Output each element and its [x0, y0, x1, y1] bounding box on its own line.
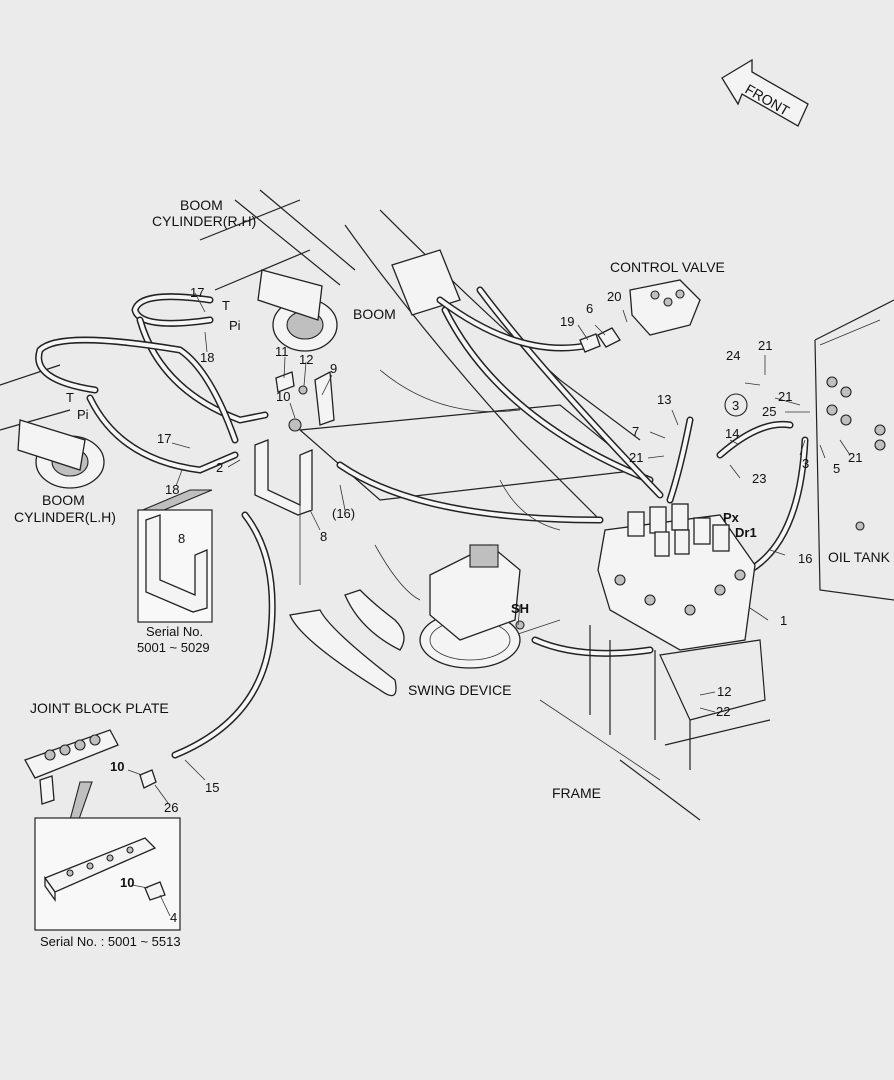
label-boom-cylinder-lh-1: BOOM [42, 492, 85, 508]
callout-13: 13 [657, 392, 671, 407]
callout-9: 9 [330, 361, 337, 376]
boom-cylinder-rh [199, 189, 356, 352]
swing-device [419, 544, 525, 669]
port-labels: T Pi T Pi Px Dr1 SH [66, 298, 757, 616]
cylinder-hoses [35, 293, 269, 474]
label-boom-cylinder-rh-1: BOOM [180, 197, 223, 213]
label-serial-2: Serial No. : 5001 ~ 5513 [40, 934, 181, 949]
callout-18-left: 18 [165, 482, 179, 497]
track-belts [289, 479, 561, 697]
label-boom-cylinder-lh-2: CYLINDER(L.H) [14, 509, 116, 525]
callout-circle [724, 393, 748, 417]
port-t-right: T [222, 298, 230, 313]
label-boom-cylinder-rh-2: CYLINDER(R.H) [152, 213, 256, 229]
callout-10-inset: 10 [120, 875, 134, 890]
callout-8: 8 [320, 529, 327, 544]
callout-3: 3 [802, 456, 809, 471]
port-px: Px [723, 510, 740, 525]
label-frame: FRAME [552, 785, 601, 801]
callout-12-frame: 12 [717, 684, 731, 699]
callout-19: 19 [560, 314, 574, 329]
callout-16-ref: (16) [332, 506, 355, 521]
callout-21-top: 21 [758, 338, 772, 353]
serial-inset-1 [137, 489, 213, 623]
port-sh: SH [511, 601, 529, 616]
serial-inset-2 [34, 817, 181, 931]
callout-21-right: 21 [848, 450, 862, 465]
callout-21-left: 21 [629, 450, 643, 465]
callout-25: 25 [762, 404, 776, 419]
front-arrow: FRONT [721, 58, 809, 127]
callout-22: 22 [716, 704, 730, 719]
callout-5: 5 [833, 461, 840, 476]
port-dr1: Dr1 [735, 525, 757, 540]
callout-26: 26 [164, 800, 178, 815]
boom-cylinder-lh [0, 364, 105, 489]
callout-20: 20 [607, 289, 621, 304]
port-pi-right: Pi [229, 318, 241, 333]
callout-3-circled: 3 [732, 398, 739, 413]
callout-12: 12 [299, 352, 313, 367]
label-swing-device: SWING DEVICE [408, 682, 511, 698]
main-hoses [171, 286, 809, 759]
callout-10: 10 [276, 389, 290, 404]
main-control-valve [597, 503, 756, 651]
callout-6: 6 [586, 301, 593, 316]
label-joint-block-plate: JOINT BLOCK PLATE [30, 700, 169, 716]
label-oil-tank: OIL TANK [828, 549, 891, 565]
port-pi-left: Pi [77, 407, 89, 422]
control-valve-small [579, 279, 701, 353]
label-serial-1b: 5001 ~ 5029 [137, 640, 210, 655]
label-serial-1a: Serial No. [146, 624, 203, 639]
brackets [254, 370, 335, 585]
callout-24: 24 [726, 348, 740, 363]
callout-10-plate: 10 [110, 759, 124, 774]
callout-23: 23 [752, 471, 766, 486]
port-t-left: T [66, 390, 74, 405]
label-control-valve: CONTROL VALVE [610, 259, 725, 275]
callout-7: 7 [632, 424, 639, 439]
callout-17-right: 17 [190, 285, 204, 300]
callout-14: 14 [725, 426, 739, 441]
leader-lines [127, 292, 851, 917]
callout-4: 4 [170, 910, 177, 925]
section-labels: BOOM CYLINDER(R.H) BOOM CYLINDER(L.H) CO… [14, 197, 891, 949]
part-callouts: 1 2 3 3 4 5 6 7 8 8 9 10 10 10 11 12 12 … [110, 285, 862, 925]
callout-1: 1 [780, 613, 787, 628]
oil-tank [814, 299, 894, 601]
joint-block-plate [24, 729, 157, 823]
callout-2: 2 [216, 460, 223, 475]
callout-11: 11 [275, 344, 289, 359]
callout-18-right: 18 [200, 350, 214, 365]
callout-21-mid: 21 [778, 389, 792, 404]
callout-17-left: 17 [157, 431, 171, 446]
callout-15: 15 [205, 780, 219, 795]
callout-16: 16 [798, 551, 812, 566]
label-boom: BOOM [353, 306, 396, 322]
callout-8-inset: 8 [178, 531, 185, 546]
